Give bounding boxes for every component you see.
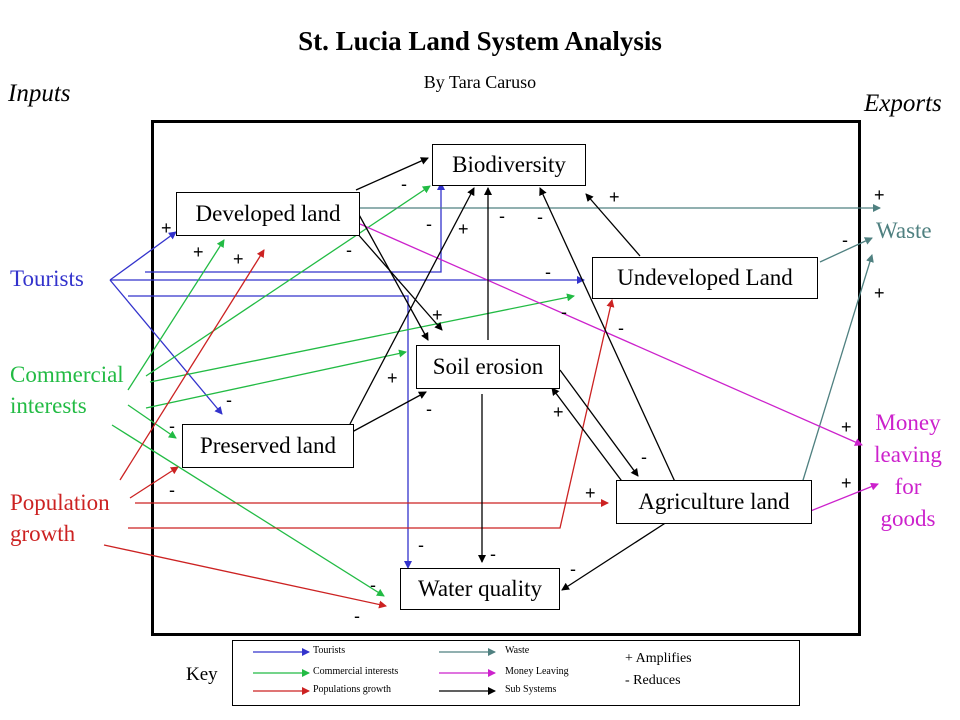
input-commercial-line1: Commercial	[10, 362, 124, 387]
key-label-population: Populations growth	[313, 684, 392, 695]
key-amplifies: + Amplifies	[625, 651, 692, 666]
sign-minus: -	[169, 480, 175, 500]
sign-plus: +	[609, 187, 620, 207]
key-label-money: Money Leaving	[505, 666, 569, 677]
key-reduces: - Reduces	[625, 673, 681, 688]
input-population-line2: growth	[10, 521, 76, 546]
inputs-heading: Inputs	[8, 80, 71, 107]
key-label-commercial: Commercial interests	[313, 666, 399, 677]
sign-minus: -	[618, 318, 624, 338]
sign-plus: +	[193, 242, 204, 262]
sign-plus: +	[458, 219, 469, 239]
exports-heading: Exports	[864, 90, 942, 117]
sign-plus: +	[874, 185, 885, 205]
sign-minus: -	[499, 206, 505, 226]
input-population-line1: Population	[10, 490, 110, 515]
sign-minus: -	[426, 214, 432, 234]
node-developed-land: Developed land	[176, 192, 360, 236]
sign-plus: +	[161, 218, 172, 238]
key-label-subsystems: Sub Systems	[505, 684, 557, 695]
key-title: Key	[186, 664, 218, 685]
sign-minus: -	[354, 606, 360, 626]
node-soil-erosion: Soil erosion	[416, 345, 560, 389]
sign-minus: -	[570, 559, 576, 579]
key-box: Tourists Commercial interests Population…	[232, 640, 800, 706]
node-undeveloped-land: Undeveloped Land	[592, 257, 818, 299]
key-label-waste: Waste	[505, 645, 530, 656]
sign-minus: -	[842, 230, 848, 250]
export-money-line1: Money	[875, 410, 941, 435]
input-tourists: Tourists	[10, 266, 84, 291]
sign-minus: -	[418, 535, 424, 555]
author-subtitle: By Tara Caruso	[423, 72, 537, 92]
sign-minus: -	[401, 174, 407, 194]
key-swatches	[253, 648, 496, 695]
sign-minus: -	[370, 575, 376, 595]
sign-plus: +	[553, 402, 564, 422]
sign-plus: +	[387, 368, 398, 388]
node-water-quality: Water quality	[400, 568, 560, 610]
input-commercial-line2: interests	[10, 393, 87, 418]
sign-minus: -	[226, 390, 232, 410]
sign-plus: +	[233, 249, 244, 269]
sign-minus: -	[346, 240, 352, 260]
sign-plus: +	[841, 473, 852, 493]
sign-minus: -	[561, 302, 567, 322]
export-money-line2: leaving	[874, 442, 942, 467]
export-money-line3: for	[894, 474, 922, 499]
sign-plus: +	[874, 283, 885, 303]
sign-minus: -	[426, 399, 432, 419]
sign-plus: +	[585, 483, 596, 503]
system-boundary	[151, 120, 861, 636]
sign-minus: -	[641, 447, 647, 467]
node-agriculture-land: Agriculture land	[616, 480, 812, 524]
sign-minus: -	[537, 207, 543, 227]
sign-plus: +	[432, 305, 443, 325]
sign-minus: -	[169, 416, 175, 436]
node-preserved-land: Preserved land	[182, 424, 354, 468]
export-money-line4: goods	[880, 506, 936, 531]
sign-minus: -	[545, 262, 551, 282]
page-title: St. Lucia Land System Analysis	[298, 26, 662, 56]
sign-minus: -	[490, 544, 496, 564]
export-waste: Waste	[876, 218, 932, 243]
sign-plus: +	[841, 417, 852, 437]
node-biodiversity: Biodiversity	[432, 144, 586, 186]
key-label-tourists: Tourists	[313, 645, 346, 656]
